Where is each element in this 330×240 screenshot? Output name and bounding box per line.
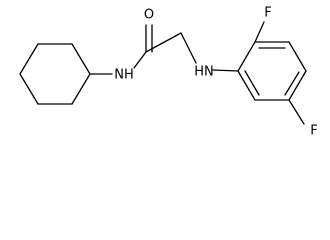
- cyclohexane-bond: [71, 43, 91, 75]
- amine-to-aryl-bond: [212, 69, 239, 72]
- aromatic-bond: [237, 70, 256, 101]
- top-fluorine-atom-label: F: [264, 6, 271, 21]
- aromatic-bond: [288, 41, 307, 72]
- cyclohexane-ring: [19, 43, 91, 105]
- cyclohexane-bond: [19, 73, 39, 105]
- carbonyl-to-methylene-bond: [145, 32, 182, 53]
- oxygen-atom-label: O: [144, 8, 154, 23]
- aromatic-inner-bond: [244, 70, 260, 96]
- amide-n-to-carbonyl-bond: [133, 51, 147, 69]
- cyclohexane-bond: [71, 73, 91, 105]
- amine-nitrogen-label: HN: [194, 65, 214, 80]
- cyclohexane-bond: [19, 43, 39, 75]
- difluorophenyl-ring: [237, 41, 307, 101]
- bottom-fluorine-atom-label: F: [310, 124, 317, 139]
- methylene-to-amine-bond: [180, 32, 197, 64]
- top-fluorine-bond: [254, 21, 265, 43]
- aromatic-bond: [288, 70, 307, 101]
- amide-nitrogen-label: NH: [114, 68, 134, 83]
- chemical-structure-diagram: O NH HN F F: [19, 6, 318, 139]
- bottom-fluorine-bond: [288, 99, 305, 125]
- aromatic-inner-bond: [284, 71, 300, 96]
- aromatic-bond: [237, 41, 256, 72]
